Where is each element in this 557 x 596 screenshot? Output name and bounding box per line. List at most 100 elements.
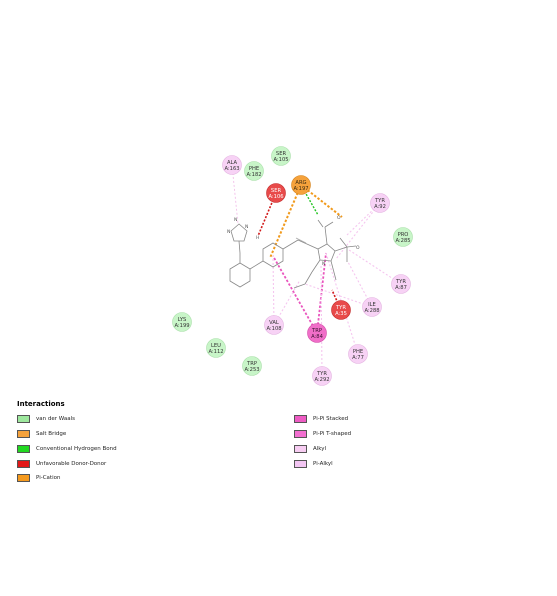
legend-swatch [294,460,307,468]
residue-id: A:182 [246,172,261,178]
ligand-ring-phenyl-lower [229,262,251,288]
ligand-bond [304,271,313,285]
ligand-ring-tetrazole [230,223,248,242]
residue-name: VAL [269,320,279,326]
interaction-line [269,184,302,259]
ligand-structure [229,219,357,289]
residue-circle [172,312,192,332]
atom-label-n: N [245,224,248,230]
residue-id: A:77 [352,355,364,361]
atom-label-o: O [356,245,360,251]
residue-name: TYR [316,371,327,377]
residue-name: PHE [353,349,363,355]
atom-label-n: N [322,261,325,267]
residue-circle [244,161,264,181]
legend-swatch [294,430,307,438]
atom-label-n: N [234,217,237,223]
interaction-line [320,263,323,377]
legend-item-van-der-waals: van der Waals [17,414,75,424]
legend-item-pi-pi-stacked: Pi-Pi Stacked [294,414,348,424]
legend-swatch [17,445,30,453]
residue-id: A:197 [293,186,308,192]
ligand-bond [297,239,319,250]
ligand-bond [324,221,334,228]
ligand-bond [295,237,307,244]
residue-id: A:292 [314,377,329,383]
legend-item-salt-bridge: Salt Bridge [17,429,66,439]
residue-name: TRP [311,328,322,334]
legend-label: Pi-Cation [36,475,61,481]
ligand-atom-labels: O O N N N N H [227,215,360,267]
residue-id: A:108 [266,326,281,332]
legend-label: Salt Bridge [36,431,67,437]
ligand-bond [339,237,348,248]
residue-id: A:35 [335,311,347,317]
interaction-line [272,255,318,334]
residue-name: TYR [395,279,406,285]
legend-item-unfavorable: Unfavorable Donor-Donor [17,459,106,469]
legend-swatch [17,430,30,438]
residue-name: PRO [398,232,409,238]
interaction-line [300,184,319,216]
residue-id: A:112 [208,349,223,355]
residue-name: ALA [227,160,238,166]
ligand-ring-imidazole [317,243,336,262]
residue-id: A:163 [224,166,239,172]
residue-name: ARG [295,180,306,186]
ligand-bond [330,260,337,281]
residue-name: SER [276,151,287,157]
legend-label: Conventional Hydrogen Bond [36,446,117,452]
residue-circle [222,155,242,175]
residue-circle [393,227,413,247]
residue-name: TYR [335,305,346,311]
residue-id: A:288 [364,308,379,314]
legend-title: Interactions [17,400,65,408]
legend-swatch [17,474,30,482]
residue-name: SER [271,188,282,194]
residue-id: A:87 [395,285,407,291]
residue-circle [242,356,262,376]
residue-name: LYS [178,317,187,323]
legend-label: Unfavorable Donor-Donor [36,461,107,467]
atom-label-n: N [227,229,230,235]
atom-label-o: O [337,215,341,221]
residue-id: A:92 [374,204,386,210]
ligand-bond [238,240,241,254]
interaction-line [316,252,327,334]
residue-circle [271,146,291,166]
legend-item-pi-alkyl: Pi-Alkyl [294,459,333,469]
residue-id: A:199 [174,323,189,329]
residue-circle [266,183,286,203]
residue-circle [331,300,351,320]
legend-label: Pi-Pi Stacked [313,416,349,422]
legend-swatch [17,415,30,423]
interaction-line [231,164,239,225]
residue-circle [370,193,390,213]
residue-circle [362,297,382,317]
legend-item-hydrogen-bond: Conventional Hydrogen Bond [17,444,117,454]
residue-circle [206,338,226,358]
legend-item-pi-pi-t-shaped: Pi-Pi T-shaped [294,429,351,439]
residue-circle [312,366,332,386]
ligand-bond [311,259,321,273]
residue-id: A:105 [273,157,288,163]
legend-swatch [294,415,307,423]
atom-label-h: H [256,235,259,241]
ligand-bond [334,246,348,252]
ligand-bond [282,239,299,250]
